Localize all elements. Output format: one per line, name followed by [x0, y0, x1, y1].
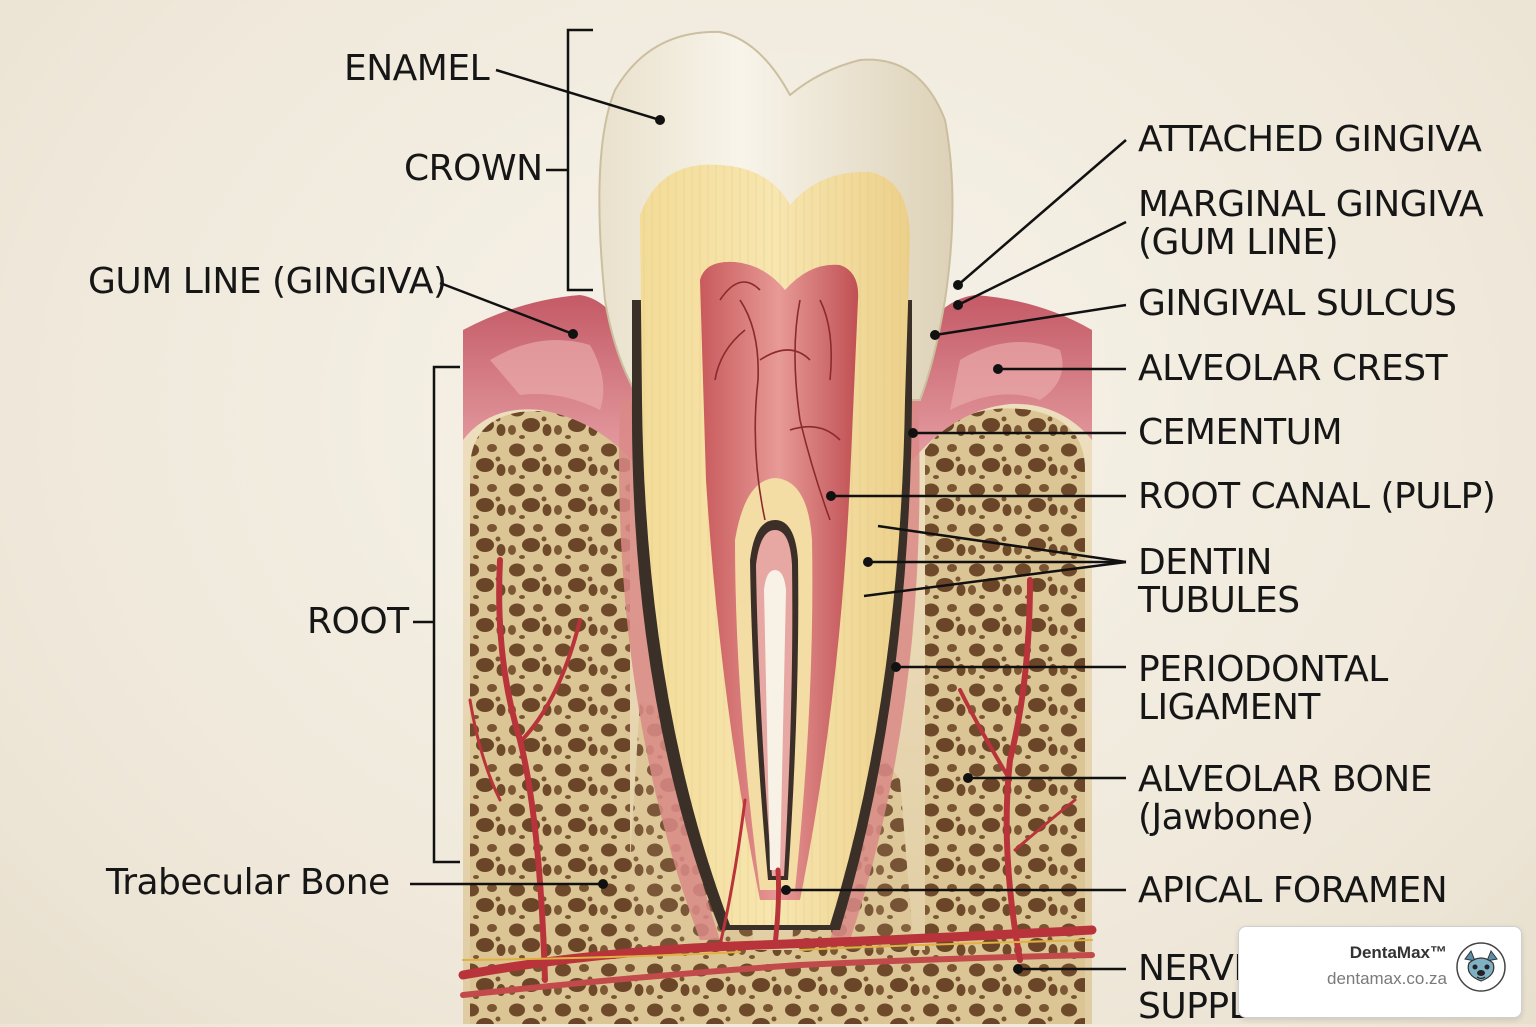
label-periodontal-ligament: PERIODONTAL LIGAMENT — [1138, 651, 1388, 727]
label-alveolar-bone-line2: (Jawbone) — [1138, 797, 1314, 838]
label-nerve-line1: NERVE — [1138, 948, 1256, 989]
leader-dots — [568, 115, 1023, 974]
label-marginal-gingiva-line2: (GUM LINE) — [1138, 222, 1339, 263]
label-nerve-supply: NERVE SUPPLY — [1138, 950, 1265, 1026]
label-dentin-line2: TUBULES — [1138, 580, 1300, 621]
label-dentin-line1: DENTIN — [1138, 542, 1272, 583]
label-alveolar-bone: ALVEOLAR BONE (Jawbone) — [1138, 761, 1432, 837]
label-marginal-gingiva-line1: MARGINAL GINGIVA — [1138, 184, 1484, 225]
label-marginal-gingiva: MARGINAL GINGIVA (GUM LINE) — [1138, 184, 1484, 263]
label-gingival-sulcus: GINGIVAL SULCUS — [1138, 283, 1457, 324]
label-root-canal: ROOT CANAL (PULP) — [1138, 476, 1496, 517]
label-trabecular-bone: Trabecular Bone — [106, 862, 390, 903]
label-apical-foramen: APICAL FORAMEN — [1138, 870, 1448, 911]
brand-url[interactable]: dentamax.co.za — [1326, 969, 1447, 988]
label-alveolar-bone-line1: ALVEOLAR BONE — [1138, 759, 1432, 800]
pulp-nerves — [714, 281, 841, 521]
brackets — [413, 28, 593, 864]
label-dentin-tubules: DENTIN TUBULES — [1138, 544, 1300, 620]
label-alveolar-crest: ALVEOLAR CREST — [1138, 348, 1448, 389]
label-periodontal-line1: PERIODONTAL — [1138, 649, 1388, 690]
label-enamel: ENAMEL — [344, 48, 490, 89]
label-periodontal-line2: LIGAMENT — [1138, 687, 1320, 728]
brand-name: DentaMax™ — [1349, 943, 1447, 962]
gingiva — [463, 295, 1092, 470]
brand-badge[interactable]: DentaMax™ dentamax.co.za — [1238, 926, 1522, 1018]
label-gum-line: GUM LINE (GINGIVA) — [88, 261, 447, 302]
label-root: ROOT — [307, 601, 409, 642]
dog-face-icon — [1456, 942, 1506, 992]
label-attached-gingiva: ATTACHED GINGIVA — [1138, 119, 1482, 160]
leader-lines — [410, 68, 1127, 971]
label-crown: CROWN — [404, 148, 543, 189]
label-cementum: CEMENTUM — [1138, 412, 1343, 453]
blood-vessels — [458, 557, 1097, 998]
